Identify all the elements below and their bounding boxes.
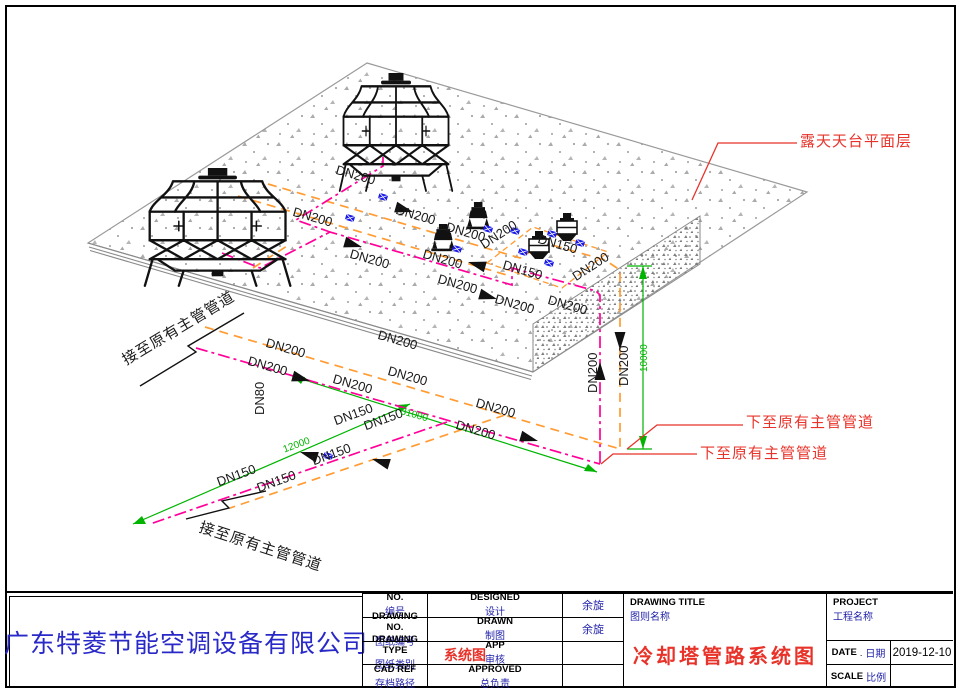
annotation-label: 下至原有主管管道 bbox=[746, 414, 875, 431]
drawing-title-cell: DRAWING TITLE 图则名称 冷却塔管路系统图 bbox=[623, 593, 826, 688]
field-drawn: DRAWN 制图 bbox=[477, 616, 513, 643]
drafter-name: 余旋 bbox=[582, 624, 604, 637]
field-no: NO. 编号 bbox=[363, 592, 427, 619]
field-no-cn: 编号 bbox=[385, 607, 405, 619]
field-drawing-type: DRAWING TYPE 图纸类别 bbox=[372, 634, 418, 672]
annotation-label: 下至原有主管管道 bbox=[700, 445, 829, 462]
company-name-cell: 广东特菱节能空调设备有限公司 bbox=[4, 596, 367, 688]
scale-value bbox=[891, 665, 953, 688]
project-cell: PROJECT 工程名称 bbox=[826, 593, 953, 640]
parapet-wall bbox=[532, 215, 701, 373]
scale-value-cell bbox=[890, 664, 953, 688]
drawing-title-value: 冷却塔管路系统图 bbox=[633, 646, 817, 668]
pipes-orange bbox=[204, 183, 621, 509]
date-value: 2019-12-10 bbox=[892, 646, 952, 659]
field-app: APP 审核 bbox=[485, 639, 505, 666]
designer-name: 余旋 bbox=[582, 600, 604, 613]
drawing-type-value: 系统图 bbox=[444, 646, 486, 663]
field-cad-ref: CAD REF 存档路径 bbox=[373, 663, 417, 690]
roof-edge-lines bbox=[87, 242, 534, 381]
sheet-border bbox=[5, 5, 956, 688]
pipe-size-label: DN200 bbox=[585, 352, 600, 393]
annotation-label: 露天天台平面层 bbox=[800, 133, 913, 150]
field-drawing-no: DRAWING NO. 图纸编号 bbox=[372, 610, 418, 648]
pipe-size-label: DN200 bbox=[616, 345, 631, 386]
dimension-label: 10000 bbox=[639, 344, 650, 372]
pipe-size-label: DN80 bbox=[252, 381, 267, 415]
scale-label-cell: SCALE 比例 bbox=[826, 664, 890, 688]
annotation-leaders bbox=[600, 142, 797, 465]
date-label-cell: DATE . 日期 bbox=[826, 640, 890, 664]
field-approved: APPROVED 总负责 bbox=[468, 663, 522, 690]
field-no-en: NO. bbox=[386, 592, 404, 604]
date-value-cell: 2019-12-10 bbox=[890, 640, 953, 664]
field-designed: DESIGNED 设计 bbox=[470, 592, 520, 619]
title-block: 广东特菱节能空调设备有限公司 NO. 编号 DESIGNED 设计 余旋 DRA… bbox=[4, 591, 953, 690]
piping-axonometric-drawing bbox=[86, 62, 809, 525]
pipe-break-symbols bbox=[139, 312, 267, 520]
company-name: 广东特菱节能空调设备有限公司 bbox=[4, 631, 369, 658]
